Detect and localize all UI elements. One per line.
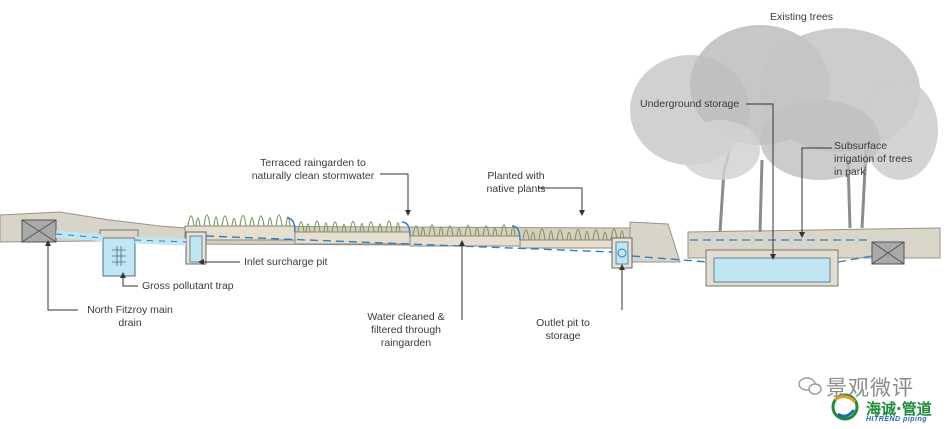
label-outlet-pit: Outlet pit to storage [536, 317, 590, 342]
native-plants [187, 214, 625, 241]
label-north-fitzroy-drain: North Fitzroy main drain [87, 304, 173, 329]
label-gross-pollutant-trap: Gross pollutant trap [142, 280, 234, 292]
gross-pollutant-trap [99, 229, 139, 277]
watermark-brand-en: HITREND piping [866, 416, 928, 423]
flow-pipes [55, 217, 873, 263]
existing-trees [630, 25, 938, 233]
label-existing-trees: Existing trees [770, 11, 834, 23]
leader-arrowheads [45, 210, 805, 278]
underground-storage-tank [705, 249, 839, 287]
hitrend-logo-icon [831, 393, 859, 421]
park-drain-box [871, 241, 905, 265]
label-water-cleaned: Water cleaned & filtered through raingar… [367, 311, 445, 349]
label-terraced-raingarden: Terraced raingarden to naturally clean s… [251, 157, 375, 182]
label-subsurface-irrigation: Subsurface irrigation of trees in park [834, 140, 913, 178]
north-fitzroy-drain-box [21, 219, 57, 243]
wechat-icon [798, 377, 822, 395]
outlet-pit [611, 237, 633, 269]
watermark-title: 景观微评 [826, 376, 914, 400]
watermark-brand: 海诚·管道 [866, 400, 932, 418]
inlet-surcharge-pit [185, 231, 207, 265]
leader-lines [47, 103, 832, 320]
label-inlet-surcharge-pit: Inlet surcharge pit [244, 256, 328, 268]
label-underground-storage: Underground storage [640, 98, 740, 110]
label-planted-native: Planted with native plants [486, 170, 546, 195]
